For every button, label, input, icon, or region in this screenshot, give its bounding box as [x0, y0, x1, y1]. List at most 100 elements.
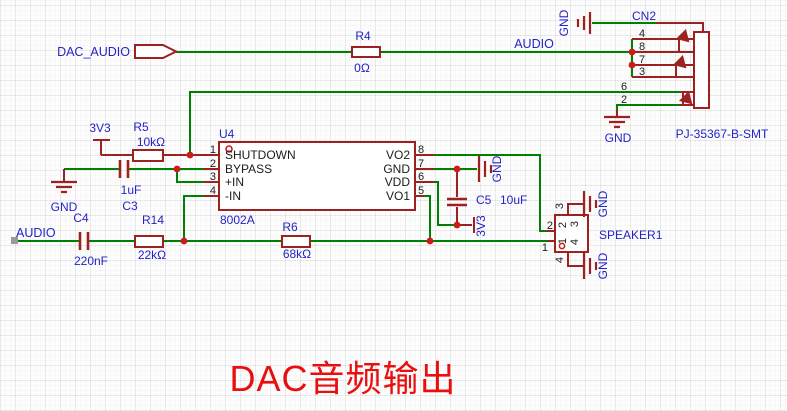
u4-pin4-name: -IN [225, 189, 241, 203]
capacitor-c3[interactable]: 1uF C3 [118, 160, 142, 213]
port-dac-audio-label: DAC_AUDIO [57, 45, 130, 59]
resistor-r14[interactable]: R14 22kΩ [134, 213, 166, 262]
sheet-title[interactable]: DAC音频输出 [229, 358, 456, 399]
power-3v3-right[interactable]: 3V3 [457, 215, 488, 237]
c3-ref: C3 [122, 199, 138, 213]
c5-ref: C5 [476, 193, 492, 207]
gnd-label: GND [557, 9, 571, 36]
resistor-body [132, 149, 164, 162]
cn2-top-wire [656, 22, 704, 32]
3v3-label: 3V3 [89, 121, 111, 135]
speaker-pin2-num: 2 [547, 220, 553, 232]
r4-value: 0Ω [354, 61, 370, 75]
c5-value: 10uF [500, 193, 527, 207]
r6-value: 68kΩ [283, 247, 311, 261]
junction-dot [453, 221, 461, 229]
port-dac-audio[interactable]: DAC_AUDIO [57, 44, 179, 59]
u4-pin3-name: +IN [225, 175, 244, 189]
r5-value: 10kΩ [137, 135, 165, 149]
wire-cn2-pin6-to-shutdown[interactable] [189, 91, 680, 155]
power-gnd-cn2-bottom[interactable]: GND [604, 110, 632, 145]
speaker-pin-stubs [546, 203, 584, 267]
power-gnd-speaker-bottom[interactable]: GND [582, 252, 610, 279]
gnd-bars [576, 12, 592, 34]
resistor-body [281, 235, 311, 248]
r6-ref: R6 [282, 220, 298, 234]
r4-ref: R4 [355, 29, 371, 43]
net-port-anchor[interactable] [11, 237, 18, 244]
u4-pin5-name: VO1 [386, 189, 410, 203]
gnd-bars [582, 253, 598, 279]
power-gnd-cn2-top[interactable]: GND [557, 9, 592, 36]
net-label-audio-bottom[interactable]: AUDIO [16, 226, 56, 240]
junction-dot [628, 61, 636, 69]
speaker-inner-3: 3 [569, 221, 581, 227]
gnd-bars [604, 115, 630, 129]
capacitor-c4[interactable]: C4 220nF [73, 211, 108, 268]
c4-value: 220nF [74, 254, 108, 268]
wire-cn2-pin2-to-gnd[interactable] [616, 104, 680, 117]
switch-arrow-pin3 [672, 54, 687, 69]
u4-pin7-name: GND [383, 162, 410, 176]
gnd-bars [51, 180, 77, 194]
wire-bypass-to-plus-in[interactable] [176, 169, 204, 183]
net-label-audio-top[interactable]: AUDIO [514, 37, 554, 51]
connector-cn2[interactable]: CN2 4 8 7 3 6 2 PJ-35367-B-SMT [621, 9, 769, 141]
ic-u4[interactable]: U4 8002A 1 2 3 4 SHUTDOWN BYPASS +IN -IN… [204, 127, 434, 227]
cn2-pin7-num: 7 [639, 54, 645, 66]
r14-ref: R14 [142, 213, 164, 227]
pin-stubs-right [415, 154, 434, 197]
junction-dot [453, 165, 461, 173]
speaker-body [554, 214, 589, 253]
gnd-label: GND [596, 190, 610, 217]
gnd-bars [477, 156, 493, 182]
u4-pin6-name: VDD [385, 175, 411, 189]
resistor-r6[interactable]: R6 68kΩ [281, 220, 311, 261]
speaker-pin3-num: 3 [554, 203, 566, 209]
u4-part: 8002A [220, 213, 255, 227]
pin1-indicator [225, 145, 233, 153]
resistor-r4[interactable]: R4 0Ω [351, 29, 381, 75]
wire-minus-in-feed[interactable] [183, 195, 204, 241]
ic-body [218, 141, 416, 211]
3v3-label: 3V3 [474, 215, 488, 237]
junction-dot [173, 165, 181, 173]
capacitor-c5[interactable]: C5 10uF [447, 169, 527, 225]
junction-dot [186, 151, 194, 159]
c3-value: 1uF [121, 183, 142, 197]
junction-dot [628, 48, 636, 56]
u4-pin1-name: SHUTDOWN [225, 148, 296, 162]
resistor-body [351, 46, 381, 58]
speaker-inner-4: 4 [569, 239, 581, 245]
power-gnd-speaker-top[interactable]: GND [582, 190, 610, 217]
u4-pin4-num: 4 [210, 185, 216, 197]
cn2-pin3-num: 3 [639, 66, 645, 78]
gnd-label: GND [596, 252, 610, 279]
resistor-r5[interactable]: R5 10kΩ [132, 120, 165, 162]
gnd-label: GND [605, 131, 632, 145]
speaker-pin1-num: 1 [542, 242, 548, 254]
u4-pin7-num: 7 [418, 158, 424, 170]
power-3v3-left[interactable]: 3V3 [89, 121, 111, 155]
wire-vo2-to-speaker[interactable] [434, 154, 546, 232]
wire-vdd[interactable] [434, 181, 457, 226]
u4-pin8-num: 8 [418, 144, 424, 156]
cn2-pin6-num: 6 [621, 81, 627, 93]
power-gnd-pin7[interactable]: GND [477, 155, 504, 182]
cn2-pin4-num: 4 [639, 28, 645, 40]
junction-dot [426, 237, 434, 245]
cn2-pin-leads [632, 38, 694, 106]
cap-plates [78, 232, 90, 250]
power-gnd-left[interactable]: GND [51, 169, 78, 214]
connector-speaker1[interactable]: 2 1 3 4 2 3 1 4 SPEAKER1 [542, 203, 663, 267]
pin1-indicator [558, 242, 566, 250]
wire-vo1-to-rail[interactable] [424, 195, 431, 241]
port-flag-shape [134, 44, 179, 59]
gnd-label: GND [490, 155, 504, 182]
u4-ref: U4 [219, 127, 235, 141]
u4-pin1-num: 1 [210, 144, 216, 156]
resistor-body [134, 235, 164, 248]
cap-plates [447, 197, 467, 207]
